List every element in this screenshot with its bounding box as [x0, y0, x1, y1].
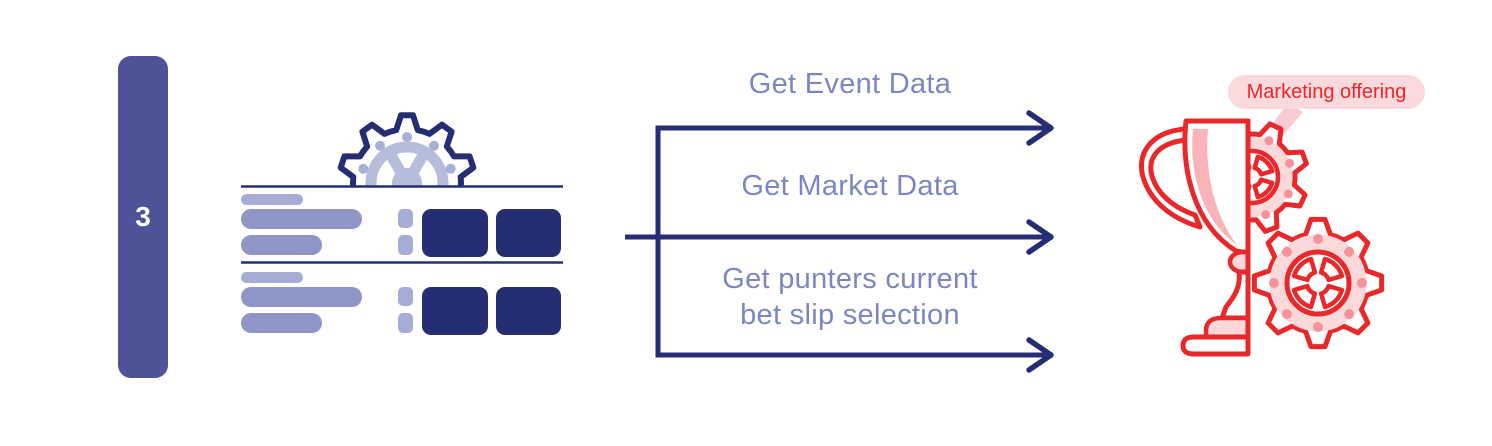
- trophy-with-gears-icon: [1138, 103, 1385, 357]
- arrow-label-bet-slip-line1: Get punters current: [722, 263, 978, 295]
- callout-text: Marketing offering: [1246, 80, 1407, 103]
- trophy-base-slab: [1180, 334, 1251, 357]
- step-number-badge: 3: [118, 56, 168, 378]
- flow-arrows: [625, 110, 1054, 373]
- arrow-label-get-market-data: Get Market Data: [741, 170, 959, 202]
- small-gear-icon: [1250, 121, 1309, 234]
- trophy-stem: [1219, 269, 1251, 321]
- big-gear-icon: [1251, 216, 1385, 350]
- arrow-label-bet-slip: Get punters current bet slip selection: [640, 261, 1060, 333]
- arrowhead-middle: [1026, 219, 1054, 255]
- trophy-base-step: [1203, 315, 1251, 340]
- marketing-offering-callout: Marketing offering: [1228, 75, 1425, 109]
- trophy-cup-highlight: [1192, 129, 1237, 245]
- trophy-icon: [1138, 118, 1251, 357]
- arrow-label-get-event-data: Get Event Data: [748, 68, 952, 100]
- server-row-group: [241, 194, 561, 257]
- arrowhead-bottom: [1026, 337, 1054, 373]
- server-with-gear-icon: [241, 112, 563, 335]
- trophy-knob: [1227, 249, 1251, 275]
- arrowhead-top: [1026, 110, 1054, 146]
- arrow-branch-line: [655, 125, 1046, 358]
- step-number: 3: [135, 201, 151, 232]
- trophy-handle: [1138, 126, 1203, 230]
- arrow-label-bet-slip-line2: bet slip selection: [740, 299, 960, 331]
- gear-icon: [337, 112, 477, 187]
